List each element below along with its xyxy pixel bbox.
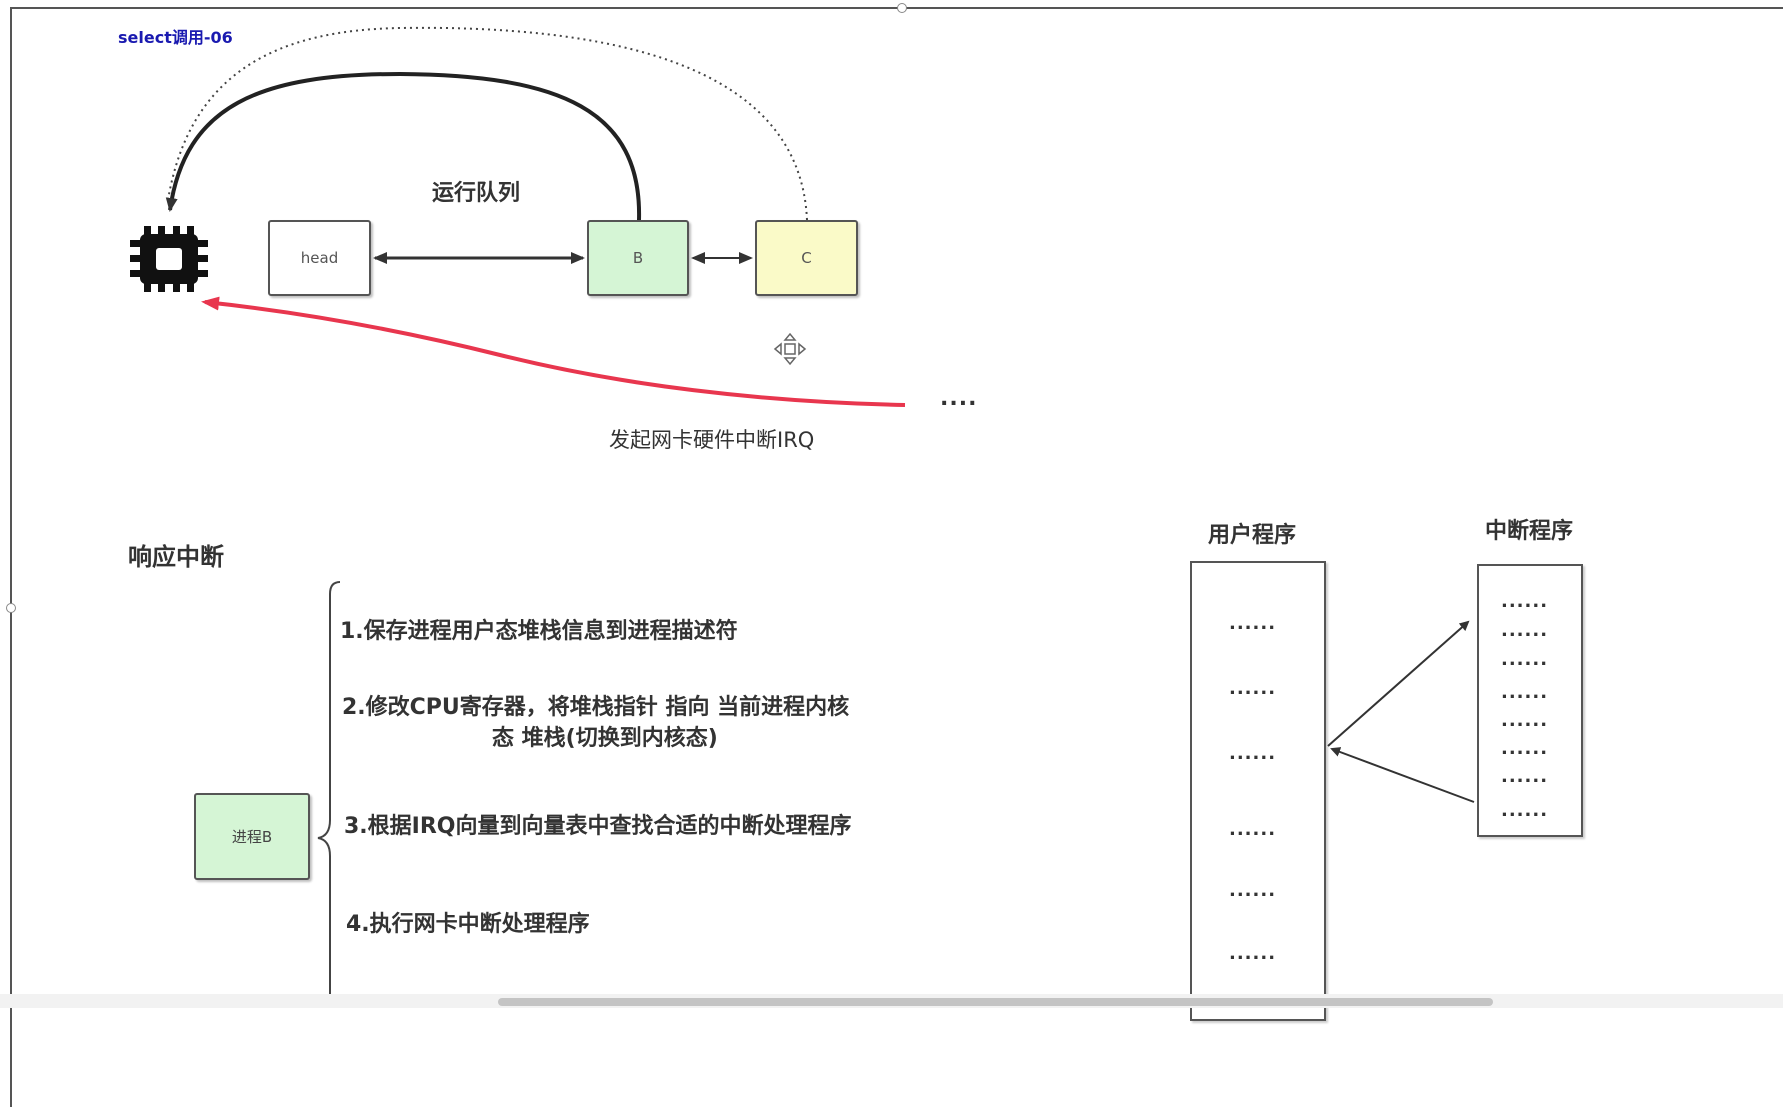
steps-brace bbox=[317, 581, 341, 1008]
irq-label: 发起网卡硬件中断IRQ bbox=[609, 428, 815, 452]
interrupt-row: ...... bbox=[1501, 766, 1549, 787]
arrow-user-to-interrupt bbox=[1327, 620, 1470, 747]
page-title: select调用-06 bbox=[118, 28, 233, 47]
node-c-label: C bbox=[801, 249, 812, 267]
node-head-label: head bbox=[300, 249, 339, 267]
interrupt-row: ...... bbox=[1501, 649, 1549, 670]
interrupt-row: ...... bbox=[1501, 800, 1549, 821]
cpu-chip-icon bbox=[130, 226, 208, 292]
user-row: ...... bbox=[1229, 743, 1277, 764]
node-process-b[interactable]: 进程B bbox=[194, 793, 310, 880]
solid-arc-b-to-cpu bbox=[165, 71, 642, 221]
irq-arrow bbox=[201, 296, 906, 407]
user-row: ...... bbox=[1229, 819, 1277, 840]
node-head[interactable]: head bbox=[268, 220, 371, 296]
user-row: ...... bbox=[1229, 678, 1277, 699]
interrupt-row: ...... bbox=[1501, 591, 1549, 612]
interrupt-row: ...... bbox=[1501, 620, 1549, 641]
step-2-line-1: 2.修改CPU寄存器，将堆栈指针 指向 当前进程内核 bbox=[342, 695, 850, 720]
user-program-title: 用户程序 bbox=[1208, 523, 1297, 548]
interrupt-row: ...... bbox=[1501, 738, 1549, 759]
node-process-b-label: 进程B bbox=[231, 828, 273, 846]
user-row: ...... bbox=[1229, 943, 1277, 964]
interrupt-program-column: ...... ...... ...... ...... ...... .....… bbox=[1477, 564, 1583, 837]
interrupt-row: ...... bbox=[1501, 710, 1549, 731]
step-1: 1.保存进程用户态堆栈信息到进程描述符 bbox=[340, 619, 738, 644]
canvas-frame bbox=[10, 7, 1783, 1107]
queue-ellipsis: .... bbox=[940, 386, 978, 411]
node-c[interactable]: C bbox=[755, 220, 858, 296]
interrupt-program-title: 中断程序 bbox=[1485, 519, 1574, 544]
run-queue-label: 运行队列 bbox=[432, 181, 521, 206]
move-cursor-icon bbox=[773, 332, 807, 366]
user-row: ...... bbox=[1229, 880, 1277, 901]
step-3: 3.根据IRQ向量到向量表中查找合适的中断处理程序 bbox=[344, 814, 852, 839]
step-2-line-2: 态 堆栈(切换到内核态) bbox=[492, 726, 718, 751]
resize-handle-top[interactable] bbox=[897, 3, 907, 13]
interrupt-row: ...... bbox=[1501, 682, 1549, 703]
node-b[interactable]: B bbox=[587, 220, 689, 296]
step-4: 4.执行网卡中断处理程序 bbox=[346, 912, 590, 937]
dotted-arc-c-to-cpu bbox=[167, 26, 808, 221]
connector-layer bbox=[165, 26, 1475, 1008]
user-row: ...... bbox=[1229, 613, 1277, 634]
response-title: 响应中断 bbox=[128, 543, 224, 571]
user-program-column: ...... ...... ...... ...... ...... .....… bbox=[1190, 561, 1326, 1021]
node-b-label: B bbox=[632, 249, 644, 267]
resize-handle-left[interactable] bbox=[6, 603, 16, 613]
arrow-interrupt-to-user bbox=[1330, 747, 1475, 803]
horizontal-scrollbar-thumb[interactable] bbox=[498, 998, 1493, 1006]
